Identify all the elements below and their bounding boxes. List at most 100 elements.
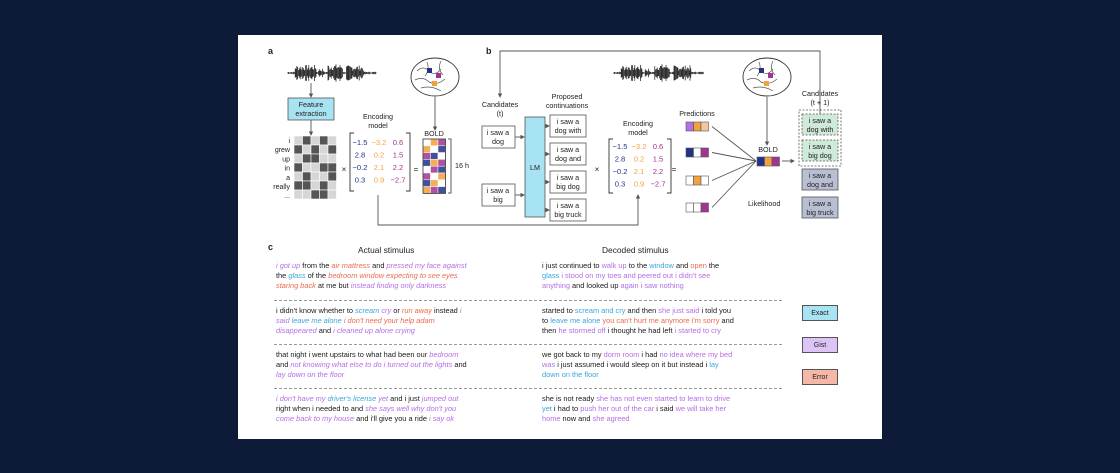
- text-segment: started to: [542, 306, 575, 315]
- next-candidate-text: i saw a: [809, 116, 831, 125]
- encoding-weight: 2.8: [355, 151, 366, 160]
- brain-icon-a: [410, 57, 460, 97]
- text-segment: and then: [625, 306, 659, 315]
- text-segment: home: [542, 414, 561, 424]
- encoding-weight: −3.2: [632, 142, 647, 151]
- lm-box: [524, 116, 546, 218]
- text-segment: anything: [542, 281, 570, 291]
- text-line: and not knowing what else to do i turned…: [276, 360, 467, 370]
- encoding-weight: −1.5: [353, 138, 368, 147]
- continuation-box-text: big truck: [554, 210, 582, 219]
- bold-cell: [437, 145, 446, 153]
- brain-fold: [439, 60, 444, 76]
- text-segment: and: [673, 261, 691, 270]
- prediction-cell: [700, 202, 709, 213]
- feature-cell: [302, 153, 312, 164]
- brain-fold: [771, 60, 776, 76]
- text-line: i got up from the air mattress and press…: [276, 261, 467, 271]
- predictions-label: Predictions: [679, 109, 715, 118]
- feature-cell: [302, 135, 312, 146]
- brain-voxel: [436, 73, 441, 78]
- text-segment: disappeared: [276, 326, 317, 336]
- arrow-prediction-to-bold: [711, 160, 757, 181]
- prediction-cell: [685, 202, 694, 213]
- text-line: yet i had to push her out of the car i s…: [542, 404, 730, 414]
- equals-sign-b: =: [672, 165, 677, 174]
- feature-cell: [319, 144, 329, 155]
- text-segment: i don't need your help adam: [343, 316, 435, 326]
- text-segment: jumped out: [421, 394, 459, 403]
- feedback-loop-arrow: [497, 50, 821, 120]
- text-segment: pressed my face against: [386, 261, 467, 270]
- actual-stimulus-text: i got up from the air mattress and press…: [276, 261, 467, 292]
- feature-cell: [310, 135, 320, 146]
- text-segment: and looked up: [569, 281, 621, 291]
- next-candidate-text: big dog: [808, 151, 832, 160]
- hours-label: 16 h: [455, 161, 469, 170]
- encoding-weight: −2.7: [651, 180, 666, 189]
- text-line: home now and she agreed: [542, 414, 730, 424]
- brain-voxel: [764, 81, 769, 86]
- encoding-model-label-b: Encoding: [623, 119, 653, 128]
- prediction-cell: [700, 175, 709, 186]
- brain-fold: [420, 86, 442, 92]
- prediction-cell: [693, 202, 702, 213]
- bold-cell: [430, 159, 439, 167]
- multiply-sign-a: ×: [342, 165, 347, 174]
- bold-cell: [437, 179, 446, 187]
- feature-cell: [327, 144, 337, 155]
- text-segment: window: [649, 261, 674, 270]
- continuation-box-text: dog and: [555, 154, 581, 163]
- text-segment: i saw nothing: [640, 281, 684, 291]
- next-candidate-text: dog and: [807, 180, 833, 189]
- text-line: the glass of the bedroom window expectin…: [276, 271, 467, 281]
- encoding-model-label-b: model: [628, 128, 648, 137]
- next-candidate-text: dog with: [807, 125, 834, 134]
- text-segment: was: [542, 360, 556, 370]
- lm-label: LM: [530, 163, 540, 172]
- text-segment: and: [370, 261, 387, 270]
- prediction-cell: [693, 147, 702, 158]
- matrix-bracket-a-left: [349, 132, 354, 192]
- text-segment: and i'll give you a ride: [354, 414, 430, 424]
- bold-cell: [437, 159, 446, 167]
- feature-cell: [310, 171, 320, 182]
- matrix-bracket-a-right: [406, 132, 411, 192]
- text-line: come back to my house and i'll give you …: [276, 414, 458, 424]
- text-line: right when i needed to and she says well…: [276, 404, 458, 414]
- feature-cell: [319, 153, 329, 164]
- bold-cell: [422, 179, 431, 187]
- candidates-t-label: (t): [497, 109, 504, 118]
- text-line: i just continued to walk up to the windo…: [542, 261, 719, 271]
- text-segment: we got back to my: [542, 350, 604, 359]
- text-segment: the: [276, 271, 289, 281]
- candidate-box-text: i saw a: [487, 128, 509, 137]
- text-segment: leave me alone: [291, 316, 342, 326]
- bold-cell: [430, 138, 439, 147]
- stimulus-word: ...: [284, 193, 290, 200]
- feature-cell: [310, 189, 320, 200]
- text-segment: expecting to see eyes: [386, 271, 458, 281]
- bold-cell: [437, 186, 446, 194]
- text-line: that night i went upstairs to what had b…: [276, 350, 467, 360]
- text-line: disappeared and i cleaned up alone cryin…: [276, 326, 462, 336]
- encoding-model-link-arrow: [377, 194, 641, 226]
- text-segment: bedroom window: [328, 271, 385, 281]
- feature-cell: [327, 171, 337, 182]
- feature-cell: [293, 180, 303, 191]
- matrix-bracket-b-right: [667, 138, 672, 194]
- stimulus-word: a: [286, 175, 290, 182]
- panel-label-b: b: [486, 46, 492, 56]
- text-segment: lay down on the floor: [276, 370, 345, 380]
- text-segment: no idea where my bed: [659, 350, 733, 359]
- text-segment: staring back: [276, 281, 316, 291]
- bold-cell: [422, 159, 431, 167]
- text-segment: she just said: [658, 306, 700, 315]
- text-segment: glass: [542, 271, 560, 281]
- text-segment: instead: [431, 306, 460, 315]
- text-segment: i told you: [699, 306, 732, 315]
- hours-brace: [448, 138, 452, 194]
- encoding-weight: 1.5: [393, 151, 404, 160]
- encoding-weight: 2.2: [653, 167, 664, 176]
